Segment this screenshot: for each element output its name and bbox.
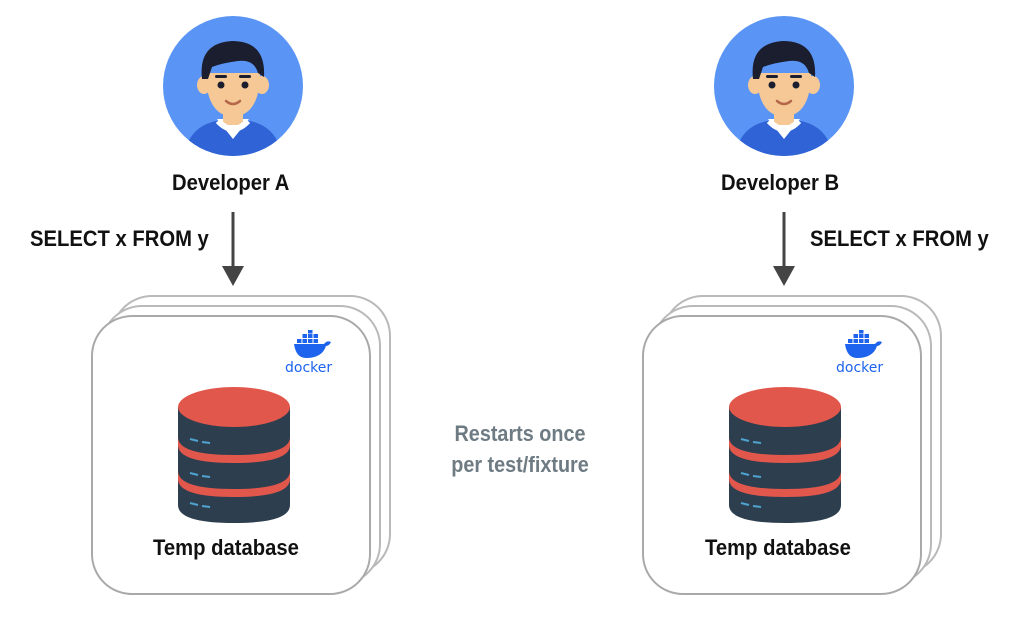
restart-note-line1: Restarts once	[454, 421, 586, 446]
database-icon	[729, 387, 841, 523]
developer-a-query: SELECT x FROM y	[30, 226, 209, 251]
developer-a-avatar	[163, 16, 303, 156]
restart-note: Restarts once per test/fixture	[430, 418, 610, 480]
developer-b-db-label: Temp database	[705, 535, 851, 560]
developer-b-avatar	[714, 16, 854, 156]
docker-logo-text: docker	[285, 360, 333, 376]
docker-whale-icon	[294, 330, 331, 358]
developer-b-arrow	[773, 212, 795, 286]
developer-a-db-label: Temp database	[153, 535, 299, 560]
database-icon	[178, 387, 290, 523]
docker-logo-text: docker	[836, 360, 884, 376]
developer-a-name: Developer A	[172, 170, 290, 195]
developer-b-query: SELECT x FROM y	[810, 226, 989, 251]
restart-note-line2: per test/fixture	[451, 452, 589, 477]
developer-a-arrow	[222, 212, 244, 286]
docker-whale-icon	[845, 330, 882, 358]
developer-b-name: Developer B	[721, 170, 840, 195]
